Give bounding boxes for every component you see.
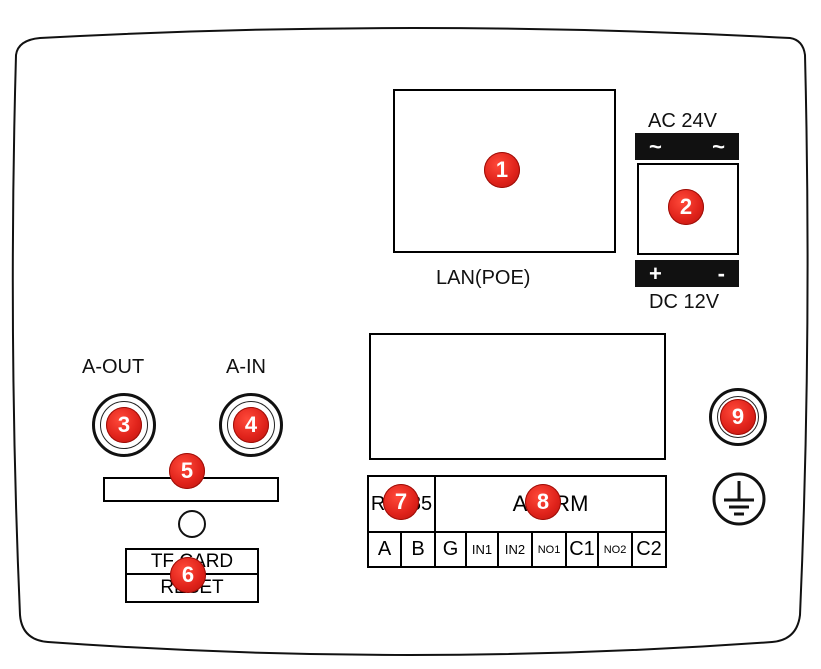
ac-label: AC 24V xyxy=(648,110,717,132)
pin-c2: C2 xyxy=(631,531,667,568)
badge-6: 6 xyxy=(170,557,206,593)
badge-8: 8 xyxy=(525,484,561,520)
ac-symbol-right: ~ xyxy=(712,133,725,159)
pin-c1: C1 xyxy=(565,531,599,568)
dc-symbol-plus: + xyxy=(649,260,662,286)
badge-9: 9 xyxy=(720,399,756,435)
dc-bar: + - xyxy=(635,260,739,287)
ground-icon xyxy=(712,472,766,526)
audio-in-label: A-IN xyxy=(226,356,266,378)
slot xyxy=(103,477,279,502)
pin-in1: IN1 xyxy=(465,531,499,568)
pin-b: B xyxy=(400,531,436,568)
badge-3: 3 xyxy=(106,407,142,443)
badge-4: 4 xyxy=(233,407,269,443)
pin-g: G xyxy=(434,531,467,568)
pin-no2: NO2 xyxy=(597,531,633,568)
lan-label: LAN(POE) xyxy=(436,267,531,289)
dc-label: DC 12V xyxy=(649,291,720,313)
audio-out-label: A-OUT xyxy=(82,356,145,378)
audio-in-port xyxy=(219,393,283,457)
badge-1: 1 xyxy=(484,152,520,188)
reset-pinhole xyxy=(178,510,206,538)
badge-5: 5 xyxy=(169,453,205,489)
badge-2: 2 xyxy=(668,189,704,225)
pin-no1: NO1 xyxy=(531,531,567,568)
pin-in2: IN2 xyxy=(497,531,533,568)
terminal-cover xyxy=(369,333,666,460)
ac-symbol-left: ~ xyxy=(649,133,662,159)
badge-7: 7 xyxy=(383,484,419,520)
dc-symbol-minus: - xyxy=(717,260,725,286)
ac-bar: ~ ~ xyxy=(635,133,739,160)
pin-a: A xyxy=(367,531,402,568)
